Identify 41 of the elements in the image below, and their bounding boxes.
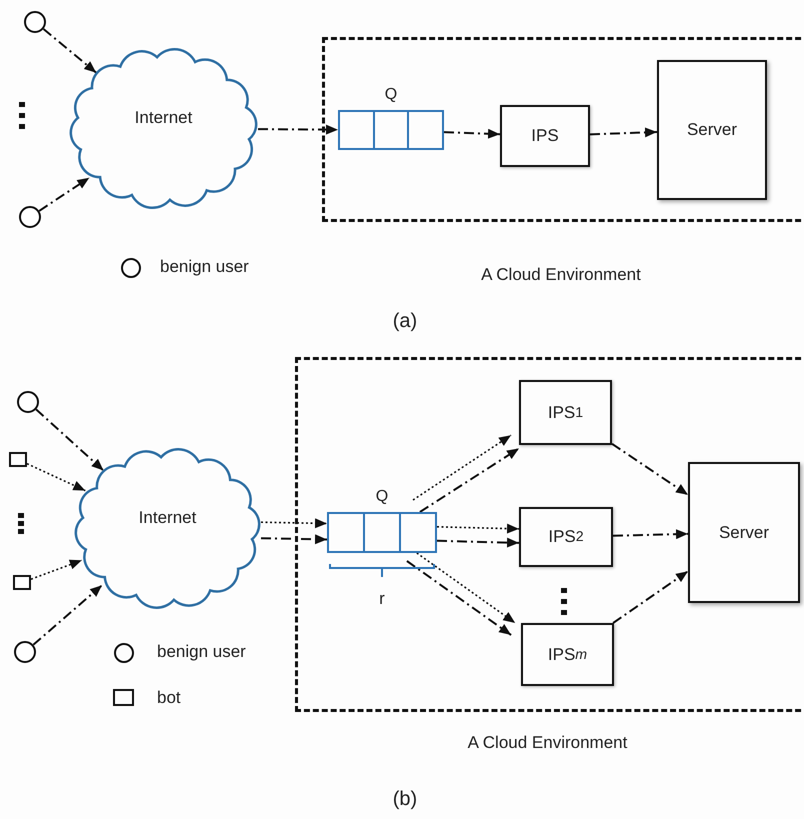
arrow — [42, 28, 97, 74]
arrow — [612, 529, 688, 540]
queue-label: Q — [376, 488, 388, 506]
panel-label: (a) — [392, 310, 418, 333]
queue-label: Q — [384, 86, 398, 104]
arrow — [26, 462, 86, 492]
user-circle — [24, 11, 46, 33]
panel-label: (b) — [392, 788, 418, 811]
user-circle — [19, 206, 41, 228]
bracket-label: r — [379, 589, 385, 609]
arrow — [444, 128, 500, 139]
legend-label: benign user — [160, 257, 249, 277]
arrow — [412, 434, 512, 501]
arrow — [260, 518, 328, 528]
arrow — [416, 552, 516, 624]
user-circle — [14, 641, 36, 663]
arrow — [612, 570, 689, 624]
user-circle — [17, 391, 39, 413]
group-title: A Cloud Environment — [468, 733, 628, 753]
arrow — [611, 442, 689, 496]
node-label: Internet — [138, 508, 196, 528]
node-label: Internet — [134, 108, 192, 128]
arrow — [590, 127, 658, 138]
arrow — [30, 560, 82, 580]
server-box: Server — [688, 462, 800, 603]
arrow — [38, 176, 90, 212]
arrow — [260, 534, 328, 544]
ips-box: IPS — [500, 105, 590, 167]
arrow — [436, 524, 520, 534]
server-box: Server — [657, 60, 767, 200]
arrow — [35, 408, 104, 472]
bot-square — [13, 575, 31, 590]
bot-square — [9, 452, 27, 467]
arrow — [419, 448, 520, 513]
arrow — [406, 560, 512, 636]
arrow — [436, 538, 520, 548]
arrow — [258, 124, 338, 135]
legend-label: bot — [157, 688, 181, 708]
legend-label: benign user — [157, 642, 246, 662]
arrow — [32, 584, 103, 646]
group-title: A Cloud Environment — [481, 265, 641, 285]
